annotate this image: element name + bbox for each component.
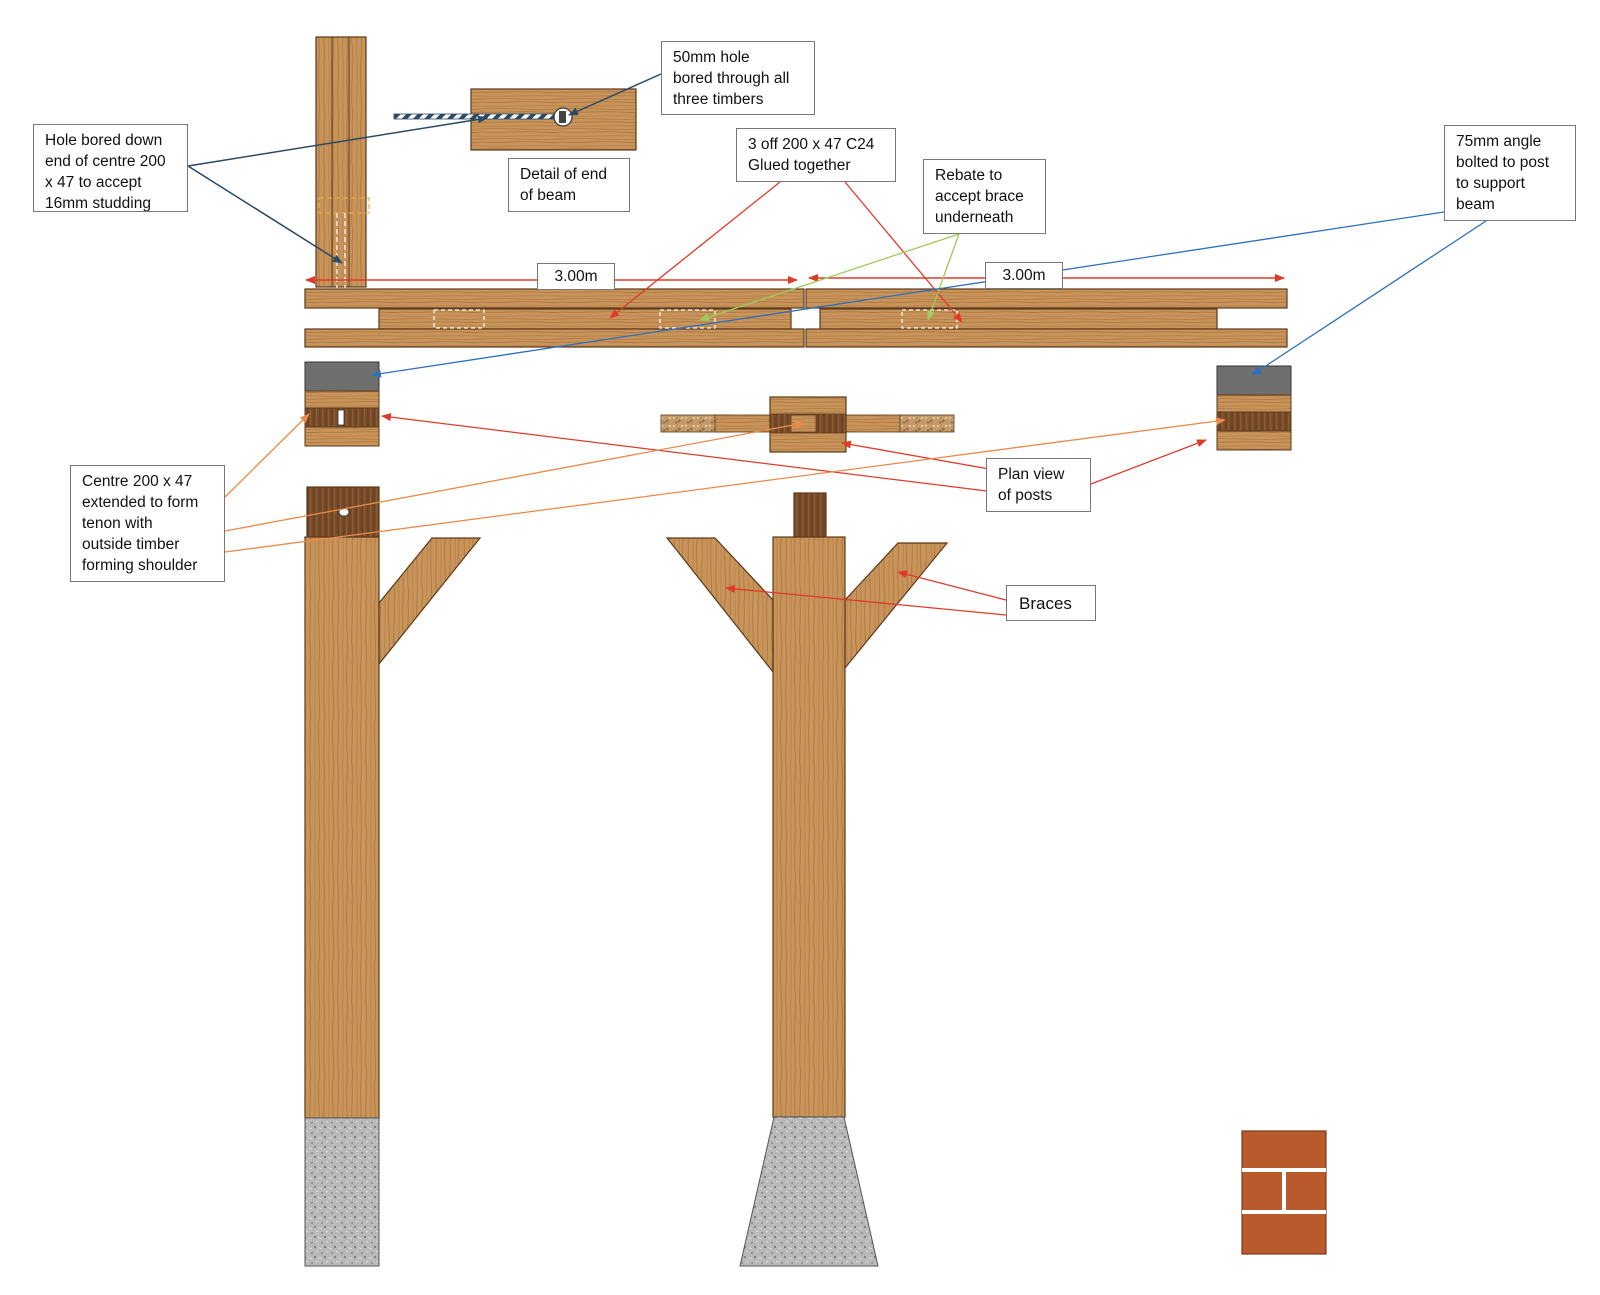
label-rebate: Rebate to accept brace underneath [923,159,1046,234]
dimension-lines [305,274,1285,284]
label-75mm-angle: 75mm angle bolted to post to support bea… [1444,125,1576,221]
dimension-label-left: 3.00m [537,263,615,290]
label-three-off-c24: 3 off 200 x 47 C24 Glued together [736,128,896,182]
label-centre-tenon: Centre 200 x 47 extended to form tenon w… [70,465,225,582]
label-plan-view-of-posts: Plan view of posts [986,458,1091,512]
left-post-elevation [304,486,482,1267]
label-braces: Braces [1006,585,1096,621]
beam-end-detail [393,88,637,151]
plan-view-left-post [304,361,380,447]
brick-symbol [1241,1130,1327,1255]
plan-view-right-post [1216,365,1292,451]
plan-view-centre-post [660,396,955,453]
label-50mm-hole: 50mm hole bored through all three timber… [661,41,815,115]
laminated-beam [304,288,1288,348]
dimension-label-right: 3.00m [985,262,1063,289]
vertical-post-section [315,36,370,350]
centre-post-elevation [665,492,949,1267]
label-detail-end-of-beam: Detail of end of beam [508,158,630,212]
leader-arrows [187,73,1487,616]
label-hole-bored: Hole bored down end of centre 200 x 47 t… [33,124,188,212]
